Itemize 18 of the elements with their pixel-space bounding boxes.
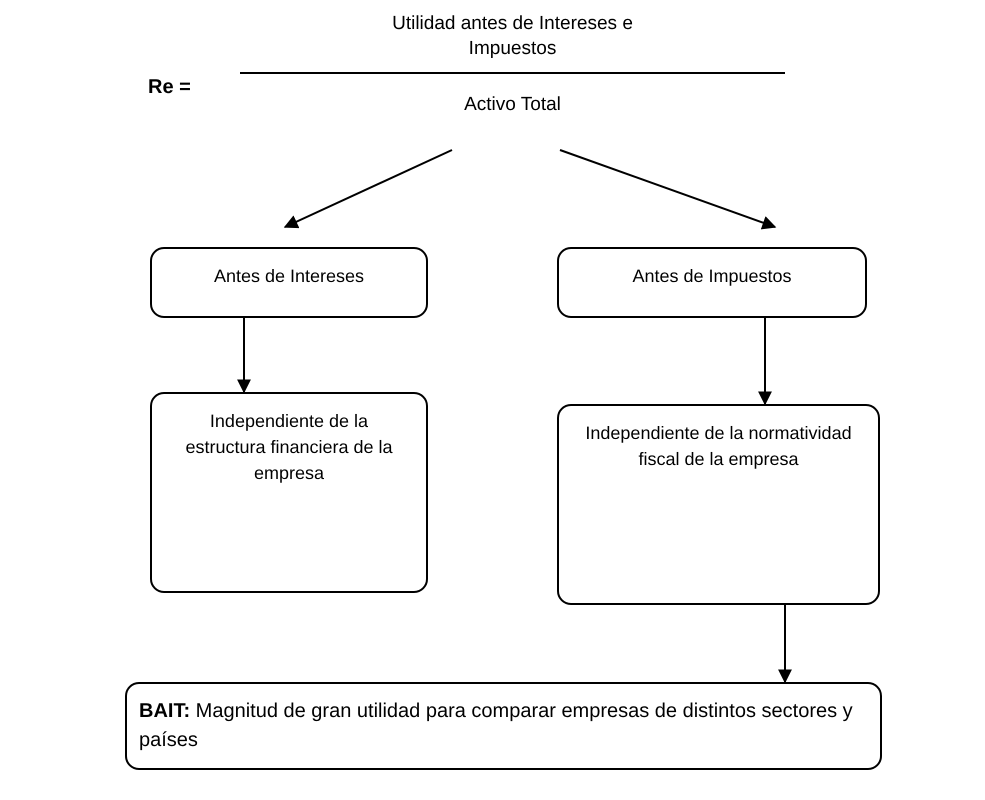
rounded-box xyxy=(557,247,867,318)
denominator-text: Activo Total xyxy=(464,93,561,118)
numerator-text: Utilidad antes de Intereses e Impuestos xyxy=(391,12,634,61)
arrow xyxy=(758,318,772,406)
rounded-box xyxy=(125,682,882,770)
arrow xyxy=(778,605,792,684)
arrow xyxy=(284,149,452,228)
arrow xyxy=(237,318,251,394)
box-text: Antes de Intereses xyxy=(214,265,364,288)
rounded-box xyxy=(150,247,428,318)
rounded-box xyxy=(150,392,428,593)
formula-variable: Re = xyxy=(148,76,191,99)
box-text: Independiente de la normatividad fiscal de la empresa xyxy=(584,422,853,472)
box-text: Independiente de la estructura financiera de la empresa xyxy=(184,410,394,486)
box-text: Antes de Impuestos xyxy=(632,265,792,288)
arrow xyxy=(560,149,776,230)
box-text: BAIT: Magnitud de gran utilidad para comparar empresas de distintos sectores y países xyxy=(139,699,854,753)
rounded-box xyxy=(557,404,880,605)
